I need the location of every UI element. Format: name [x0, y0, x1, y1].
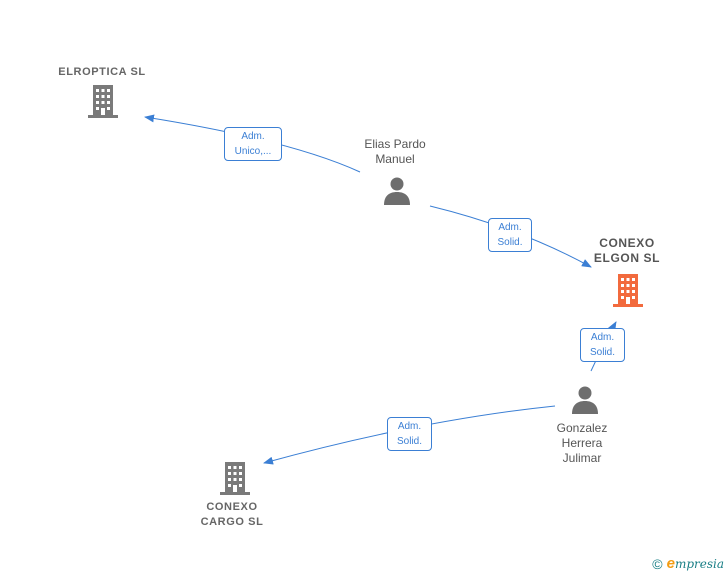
company-conexo-cargo-line1: CONEXO	[206, 501, 258, 513]
copyright-icon: ©	[652, 555, 663, 572]
building-icon[interactable]	[87, 83, 119, 119]
person-elias-name[interactable]: Elias Pardo Manuel	[340, 137, 450, 167]
relation-role: Adm.	[397, 421, 422, 432]
relation-role: Adm.	[498, 222, 522, 233]
building-icon[interactable]	[612, 272, 644, 308]
company-elroptica-name[interactable]: ELROPTICA SL	[40, 65, 164, 80]
relation-detail: Unico,...	[234, 146, 272, 157]
company-conexo-elgon-line2: ELGON SL	[593, 251, 661, 265]
relation-label-gonzalez-cargo[interactable]: Adm. Solid.	[387, 417, 432, 451]
person-icon[interactable]	[382, 176, 412, 206]
person-gonzalez-name[interactable]: Gonzalez Herrera Julimar	[537, 421, 627, 466]
brand-logo: empresia	[667, 555, 724, 572]
person-gonzalez-line1: Gonzalez	[556, 421, 608, 435]
company-elroptica-name-text: ELROPTICA SL	[58, 66, 146, 78]
relation-role: Adm.	[590, 332, 615, 343]
relation-label-elias-elroptica[interactable]: Adm. Unico,...	[224, 127, 282, 161]
company-conexo-elgon-name[interactable]: CONEXO ELGON SL	[572, 236, 682, 266]
person-elias-line1: Elias Pardo	[364, 137, 426, 151]
relation-detail: Solid.	[396, 436, 422, 447]
company-conexo-elgon-line1: CONEXO	[599, 236, 655, 250]
company-conexo-cargo-name[interactable]: CONEXO CARGO SL	[182, 500, 282, 530]
relation-role: Adm.	[241, 131, 265, 142]
relation-detail: Solid.	[497, 237, 523, 248]
person-elias-line2: Manuel	[375, 152, 415, 166]
brand-initial: e	[666, 555, 675, 572]
relation-detail: Solid.	[589, 347, 615, 358]
person-gonzalez-line3: Julimar	[562, 451, 602, 465]
person-gonzalez-line2: Herrera	[561, 436, 603, 450]
brand-name: mpresia	[674, 557, 724, 571]
person-icon[interactable]	[570, 385, 600, 415]
building-icon[interactable]	[219, 460, 251, 496]
relation-label-elias-elgon[interactable]: Adm. Solid.	[488, 218, 532, 252]
brand-footer[interactable]: © empresia	[652, 555, 724, 572]
relation-label-gonzalez-elgon[interactable]: Adm. Solid.	[580, 328, 625, 362]
company-conexo-cargo-line2: CARGO SL	[200, 516, 264, 528]
